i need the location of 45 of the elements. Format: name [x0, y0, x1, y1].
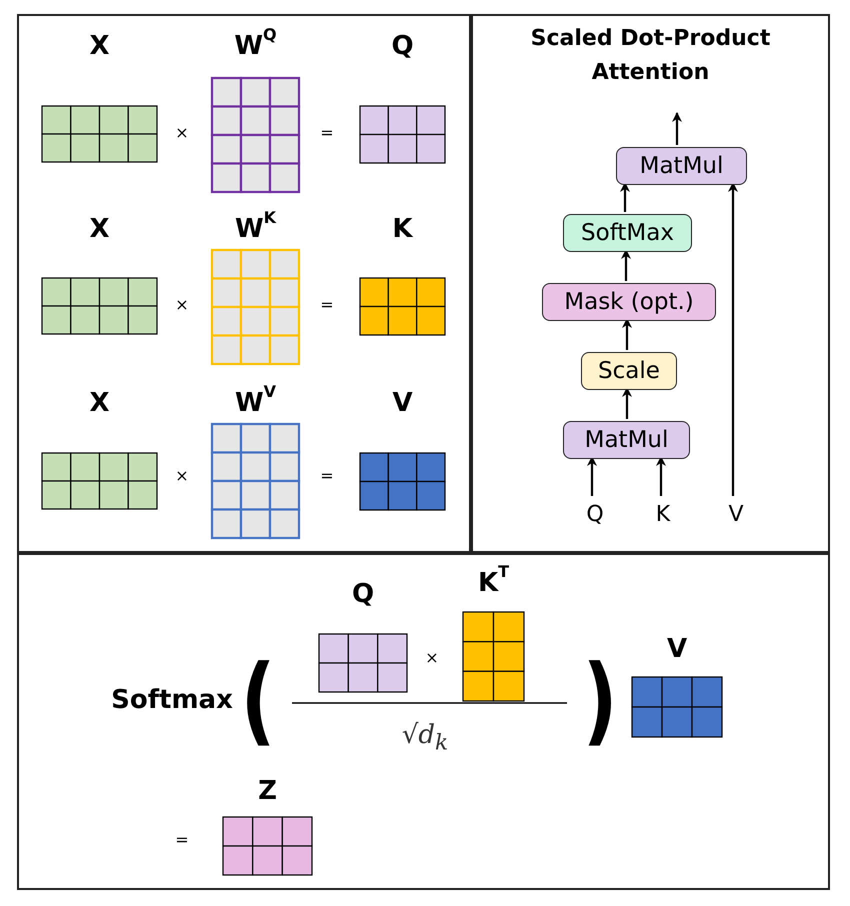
panel-title: Scaled Dot-Product Attention: [530, 25, 772, 87]
arrow: [622, 318, 632, 350]
input-label: V: [723, 498, 749, 530]
input-label: Q: [582, 498, 608, 530]
operator-sign: =: [320, 468, 334, 484]
matrix-label: K: [392, 213, 413, 246]
arrow: [621, 249, 631, 281]
matrix-label: W$^{Q}$: [234, 29, 277, 63]
operator-sign: ×: [175, 297, 189, 313]
matrix-label: X: [89, 30, 110, 63]
arrow: [656, 456, 666, 496]
arrow: [728, 182, 738, 496]
arrow: [620, 182, 630, 212]
operator-sign: ×: [175, 125, 189, 141]
parenthesis: ): [582, 652, 618, 748]
matrix-label: X: [89, 213, 110, 246]
panel: [471, 14, 830, 553]
operation-box: MatMul: [563, 421, 690, 459]
matrix-label: V: [392, 387, 413, 420]
parenthesis: (: [240, 652, 276, 748]
panel: [17, 14, 471, 553]
operator-sign: ×: [425, 650, 439, 666]
matrix-label: Q: [352, 578, 374, 611]
arrow: [622, 387, 632, 419]
arrow: [672, 112, 682, 145]
matrix-label: Q: [391, 30, 414, 63]
function-name: Softmax: [111, 687, 233, 713]
operator-sign: ×: [175, 468, 189, 484]
matrix-label: W$^{K}$: [234, 212, 276, 246]
panel: [17, 553, 830, 890]
operation-box: MatMul: [616, 147, 747, 185]
operator-sign: =: [320, 125, 334, 141]
matrix-label: W$^{V}$: [234, 386, 276, 420]
operation-box: Mask (opt.): [542, 283, 716, 321]
matrix-label: X: [89, 387, 110, 420]
matrix-label: Z: [258, 775, 277, 808]
matrix-label: V: [666, 633, 688, 666]
input-label: K: [650, 498, 676, 530]
denominator-formula: √d$_{k}$: [402, 722, 448, 754]
matrix-label: K$^{T}$: [478, 566, 510, 600]
operator-sign: =: [320, 297, 334, 313]
operation-box: Scale: [581, 352, 677, 390]
operator-sign: =: [175, 832, 189, 848]
arrow: [587, 456, 597, 496]
operation-box: SoftMax: [563, 214, 692, 252]
